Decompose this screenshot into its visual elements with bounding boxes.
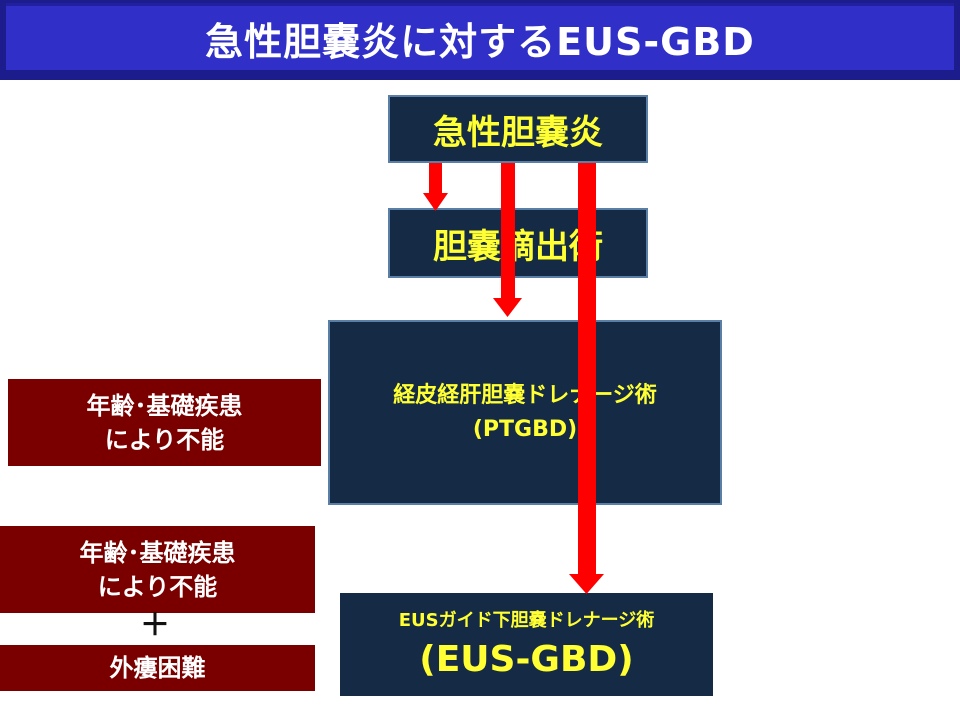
node-eus-gbd: EUSガイド下胆嚢ドレナージ術 (EUS-GBD)	[340, 593, 713, 696]
node-cholecystectomy: 胆嚢摘出術	[388, 208, 648, 278]
title-bar: 急性胆嚢炎に対するEUS-GBD	[0, 0, 960, 80]
arrow-to-cholecystectomy	[423, 163, 448, 211]
node-ptgbd: 経皮経肝胆嚢ドレナージ術 (PTGBD)	[328, 320, 722, 505]
plus-sign: ＋	[140, 608, 170, 643]
condition-box-1-line1: 年齢･基礎疾患	[86, 391, 243, 420]
slide-title: 急性胆嚢炎に対するEUS-GBD	[6, 3, 954, 70]
node-ptgbd-line1: 経皮経肝胆嚢ドレナージ術	[393, 382, 657, 408]
arrow-to-eus-gbd	[569, 163, 604, 594]
condition-box-external-drainage-difficult: 外瘻困難	[0, 645, 315, 691]
condition-box-age-comorbidity: 年齢･基礎疾患 により不能	[8, 379, 321, 466]
condition-box-2-line1: 年齢･基礎疾患	[79, 538, 236, 567]
condition-box-age-comorbidity-2: 年齢･基礎疾患 により不能	[0, 526, 315, 613]
node-acute-cholecystitis: 急性胆嚢炎	[388, 95, 648, 163]
arrow-to-ptgbd	[493, 163, 522, 317]
node-cholecystectomy-label: 胆嚢摘出術	[433, 226, 603, 267]
node-ptgbd-line2: (PTGBD)	[472, 416, 578, 442]
node-eus-gbd-line1: EUSガイド下胆嚢ドレナージ術	[398, 609, 655, 631]
condition-box-1-line2: により不能	[104, 425, 225, 454]
condition-box-2-line2: により不能	[97, 572, 218, 601]
node-eus-gbd-line2: (EUS-GBD)	[419, 638, 634, 680]
condition-box-3-label: 外瘻困難	[109, 654, 206, 682]
node-acute-cholecystitis-label: 急性胆嚢炎	[433, 112, 603, 153]
